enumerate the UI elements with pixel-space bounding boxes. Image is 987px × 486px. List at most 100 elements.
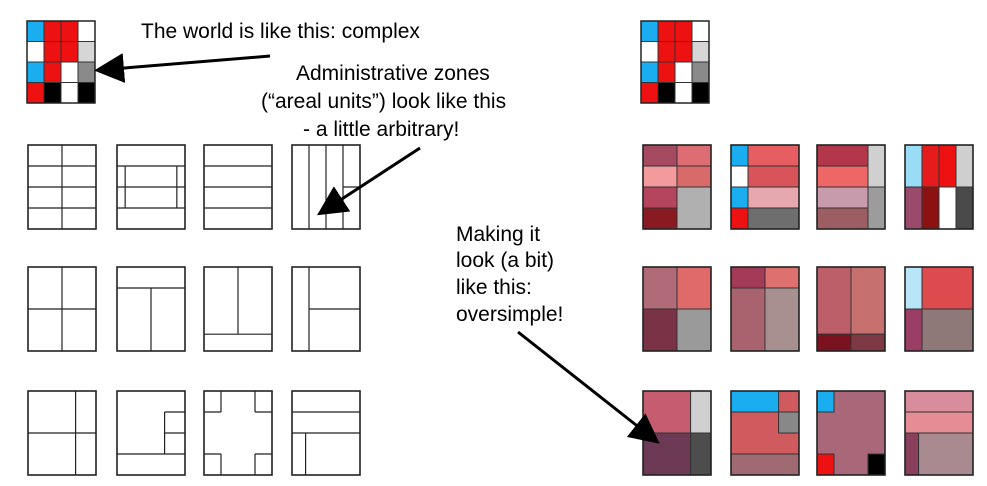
- aggregated-zone: [921, 266, 974, 310]
- aggregated-scheme-B1: [642, 266, 712, 352]
- world-cell: [640, 61, 659, 83]
- world-grid-right: [640, 20, 710, 104]
- aggregated-zone: [816, 266, 852, 335]
- world-cell: [43, 61, 62, 83]
- aggregated-zone: [676, 144, 712, 167]
- aggregated-zone: [921, 144, 940, 188]
- world-cell: [43, 41, 62, 63]
- aggregated-zone: [642, 144, 678, 167]
- aggregated-zone: [955, 186, 974, 230]
- zone-scheme-A3: [203, 144, 273, 230]
- zone-scheme-A4: [291, 144, 361, 230]
- aggregated-zone: [816, 333, 852, 352]
- zone-scheme-B1: [27, 266, 97, 352]
- making-caption-line4: oversimple!: [456, 303, 564, 326]
- aggregated-frame: [904, 266, 974, 352]
- aggregated-zone: [918, 432, 974, 476]
- aggregated-zone: [747, 186, 800, 209]
- aggregated-zone: [747, 165, 800, 188]
- aggregated-zone: [921, 186, 940, 230]
- aggregated-zone: [816, 165, 869, 188]
- world-frame: [640, 20, 710, 104]
- detail-cell: [730, 390, 780, 413]
- world-cell: [640, 82, 659, 104]
- world-cell: [657, 61, 676, 83]
- world-cell: [60, 41, 79, 63]
- aggregated-zone: [642, 165, 678, 188]
- world-cell: [26, 20, 45, 42]
- world-cell: [60, 82, 79, 104]
- zone-scheme-B4: [291, 266, 361, 352]
- aggregated-scheme-A1: [642, 144, 712, 230]
- detail-cell: [730, 186, 749, 209]
- aggregated-zone: [747, 207, 800, 230]
- aggregated-zone: [816, 186, 869, 209]
- aggregated-scheme-C4: [904, 390, 974, 476]
- world-cell: [691, 61, 710, 83]
- aggregated-frame: [642, 266, 712, 352]
- aggregated-zone: [778, 411, 800, 434]
- aggregated-zone: [730, 453, 800, 476]
- aggregated-zone: [904, 186, 923, 230]
- aggregated-frame: [730, 266, 800, 352]
- aggregated-zone: [676, 186, 712, 230]
- world-caption: The world is like this: complex: [141, 20, 420, 43]
- world-cell: [77, 20, 96, 42]
- aggregated-zone: [642, 308, 678, 352]
- aggregated-zone: [676, 266, 712, 310]
- aggregated-zone: [867, 186, 886, 230]
- zone-scheme-A1: [27, 144, 97, 230]
- detail-cell: [955, 144, 974, 188]
- aggregated-frame: [816, 390, 886, 476]
- world-cell: [77, 41, 96, 63]
- world-cell: [26, 61, 45, 83]
- detail-cell: [730, 165, 749, 188]
- aggregated-scheme-A2: [730, 144, 800, 230]
- making-caption-line1: Making it: [456, 223, 541, 246]
- aggregated-frame: [730, 390, 800, 476]
- detail-cell: [730, 144, 749, 167]
- aggregated-scheme-B4: [904, 266, 974, 352]
- detail-cell: [904, 266, 923, 310]
- world-cell: [674, 20, 693, 42]
- aggregated-zone: [921, 308, 974, 352]
- aggregated-frame: [730, 144, 800, 230]
- detail-cell: [816, 390, 835, 413]
- zone-scheme-C4: [291, 390, 361, 476]
- arrows: [94, 53, 660, 444]
- detail-cell: [938, 144, 957, 188]
- world-cell: [26, 41, 45, 63]
- aggregated-frame: [816, 266, 886, 352]
- world-cell: [691, 41, 710, 63]
- aggregated-zone: [867, 144, 886, 188]
- world-cell: [691, 82, 710, 104]
- aggregated-zone: [676, 308, 712, 352]
- aggregated-frame: [642, 144, 712, 230]
- aggregated-scheme-C3: [816, 390, 886, 476]
- aggregated-zone: [747, 144, 800, 167]
- world-cell: [657, 41, 676, 63]
- aggregated-zone: [904, 411, 974, 434]
- zones-arrow: [316, 146, 421, 216]
- aggregated-zone: [690, 390, 712, 434]
- world-cell: [60, 20, 79, 42]
- aggregated-scheme-B2: [730, 266, 800, 352]
- world-cell: [77, 82, 96, 104]
- zone-scheme-B3: [203, 266, 273, 352]
- world-cell: [674, 41, 693, 63]
- zone-frame: [203, 390, 273, 476]
- world-cell: [77, 61, 96, 83]
- world-cell: [657, 20, 676, 42]
- aggregated-scheme-A3: [816, 144, 886, 230]
- aggregated-frame: [904, 390, 974, 476]
- aggregated-scheme-A4: [904, 144, 974, 230]
- making-caption-line3: like this:: [456, 276, 532, 299]
- aggregated-schemes: [642, 144, 974, 476]
- zone-scheme-B2: [116, 266, 186, 352]
- aggregated-zone: [690, 432, 712, 476]
- aggregated-zone: [642, 390, 692, 434]
- world-cell: [43, 20, 62, 42]
- zone-scheme-C1: [27, 390, 97, 476]
- zones-caption-line2: (“areal units”) look like this: [261, 90, 507, 113]
